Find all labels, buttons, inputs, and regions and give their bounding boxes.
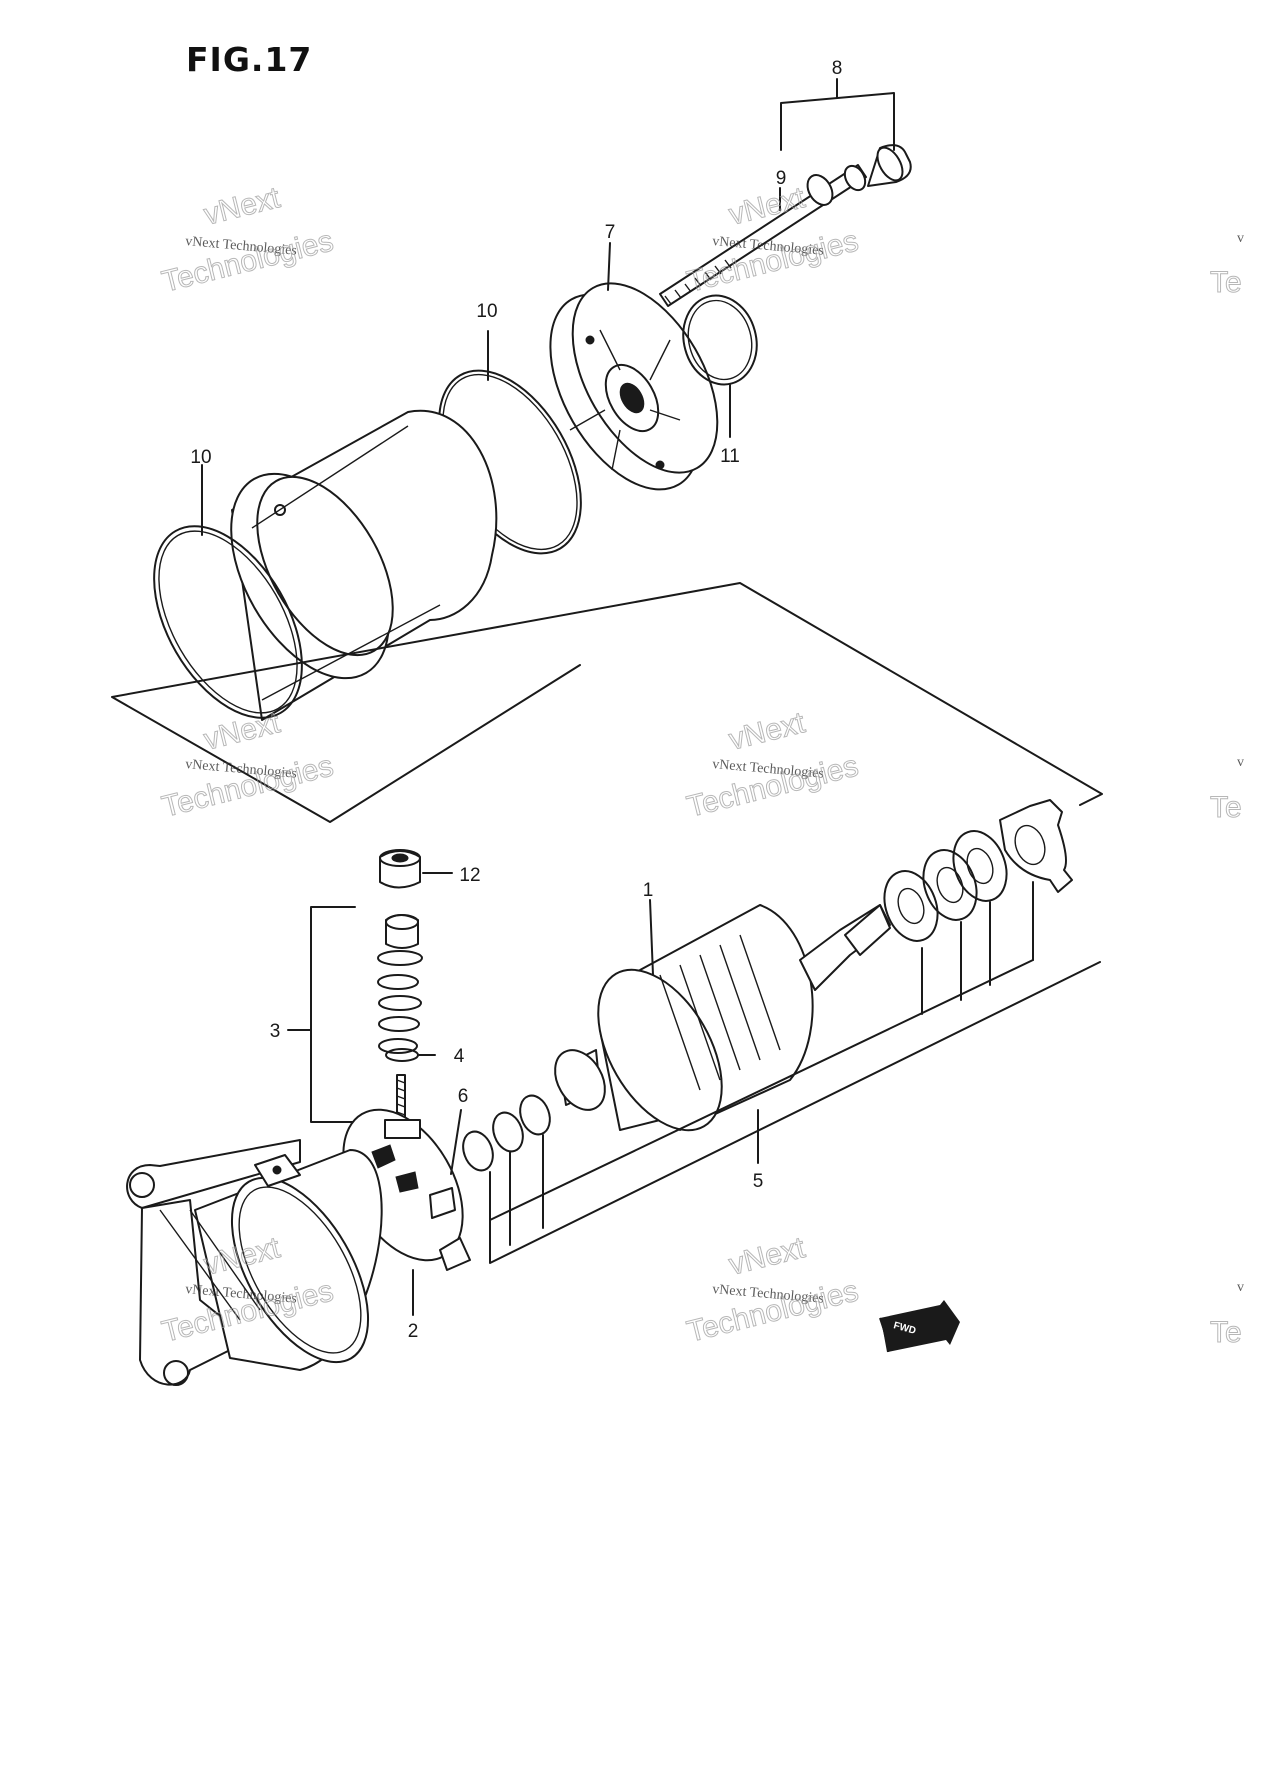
- watermark-mid-left: vNext vNext Technologies Technologies: [158, 706, 337, 825]
- armature-washers-left: [462, 1094, 551, 1172]
- callout-10-lower: 10: [190, 447, 211, 468]
- svg-text:Te: Te: [1210, 791, 1242, 824]
- front-bracket: [126, 1139, 383, 1386]
- svg-text:v: v: [1237, 1280, 1244, 1295]
- yoke-housing: [230, 409, 498, 721]
- watermark-bottom-center: vNext vNext Technologies Technologies: [683, 1231, 862, 1350]
- washer-bracket-upper: [489, 959, 1034, 1221]
- watermark-top-center: vNext vNext Technologies Technologies: [683, 181, 862, 300]
- callout-1: 1: [643, 880, 654, 901]
- o-ring-11: [682, 294, 758, 386]
- set-frame-outline: [111, 582, 1103, 823]
- svg-text:Technologies: Technologies: [684, 1274, 862, 1348]
- callout-3: 3: [270, 1021, 281, 1042]
- washer-leaders-left: [489, 961, 1101, 1264]
- svg-text:vNext: vNext: [201, 181, 284, 232]
- svg-text:vNext: vNext: [726, 1231, 809, 1282]
- svg-text:vNext: vNext: [726, 706, 809, 757]
- svg-text:Technologies: Technologies: [684, 749, 862, 823]
- callout-1-leader: [649, 899, 654, 976]
- bolt-assembly: [659, 144, 912, 307]
- callout-12: 12: [459, 865, 480, 886]
- o-ring-4: [385, 1048, 419, 1062]
- terminal-set-3: [377, 914, 423, 1054]
- svg-text:v: v: [1237, 755, 1244, 770]
- callout-6: 6: [458, 1086, 469, 1107]
- svg-text:vNext: vNext: [201, 706, 284, 757]
- terminal-nut-12: [379, 849, 421, 889]
- callout-4: 4: [454, 1046, 465, 1067]
- watermark-top-left: vNext vNext Technologies Technologies: [158, 181, 337, 300]
- callout-3-bracket: [287, 906, 361, 1123]
- callout-labels: 1 2 3 4 5 6 7 8 9 10 10 11 12: [190, 58, 842, 1342]
- callout-10-upper: 10: [476, 301, 497, 322]
- callout-7-leader: [607, 242, 611, 291]
- o-ring-10-lower: [153, 525, 303, 719]
- svg-text:Te: Te: [1210, 1316, 1242, 1349]
- armature: [554, 904, 891, 1132]
- callout-8-bracket: [780, 78, 895, 151]
- callout-2: 2: [408, 1321, 419, 1342]
- callout-7: 7: [605, 222, 616, 243]
- callout-8: 8: [832, 58, 843, 79]
- figure-title: FIG.17: [186, 40, 313, 79]
- svg-text:Te: Te: [1210, 266, 1242, 299]
- callout-5: 5: [753, 1171, 764, 1192]
- washer-leaders-right: [921, 881, 1034, 1015]
- rear-end-cover: [549, 282, 719, 491]
- watermark-right-edge: v Te v Te v Te: [1210, 231, 1245, 1350]
- armature-washers-right: [883, 799, 1073, 942]
- watermark-mid-center: vNext vNext Technologies Technologies: [683, 706, 862, 825]
- callout-6-leader: [450, 1109, 462, 1175]
- svg-text:v: v: [1237, 231, 1244, 246]
- callout-9: 9: [776, 168, 787, 189]
- fwd-direction-badge: FWD: [879, 1300, 960, 1353]
- callout-11: 11: [720, 446, 740, 467]
